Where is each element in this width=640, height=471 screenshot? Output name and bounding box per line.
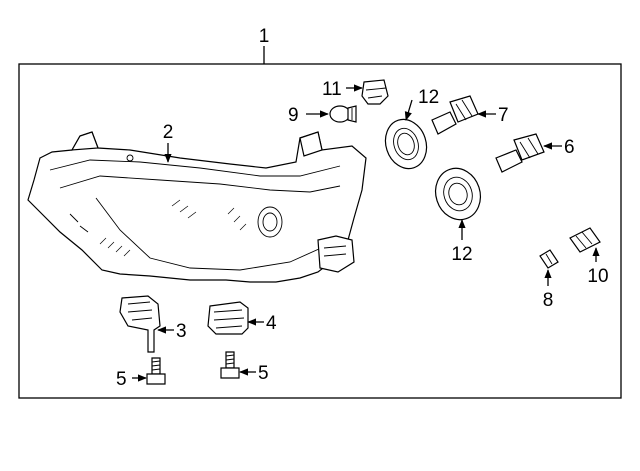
seal-part-12-lower: [434, 167, 482, 221]
bulb-part-8: [539, 249, 559, 269]
bolt-part-5-left: [146, 357, 166, 385]
socket-part-10: [569, 227, 601, 253]
callout-5b: 5: [258, 363, 269, 384]
callout-3: 3: [176, 321, 187, 342]
callout-9: 9: [288, 105, 299, 126]
callout-12a: 12: [418, 87, 439, 108]
callout-2: 2: [163, 122, 174, 143]
bulb-part-6: [495, 133, 545, 173]
headlamp-housing: [27, 131, 367, 283]
callout-1: 1: [259, 26, 270, 47]
callout-8: 8: [543, 290, 554, 311]
callout-12b: 12: [451, 244, 472, 265]
callout-11: 11: [322, 79, 342, 100]
bracket-part-4: [207, 301, 249, 335]
socket-part-11: [361, 79, 389, 105]
leader-12a: [404, 99, 413, 121]
callout-4: 4: [266, 313, 277, 334]
callout-5a: 5: [116, 369, 127, 390]
callout-6: 6: [564, 137, 575, 158]
callout-10: 10: [587, 266, 608, 287]
callout-7: 7: [498, 105, 509, 126]
bolt-part-5-right: [220, 351, 240, 379]
seal-part-12-upper: [384, 118, 428, 170]
bulb-part-9: [329, 105, 357, 123]
assembly-frame: [18, 63, 622, 399]
bracket-part-3: [119, 295, 161, 353]
